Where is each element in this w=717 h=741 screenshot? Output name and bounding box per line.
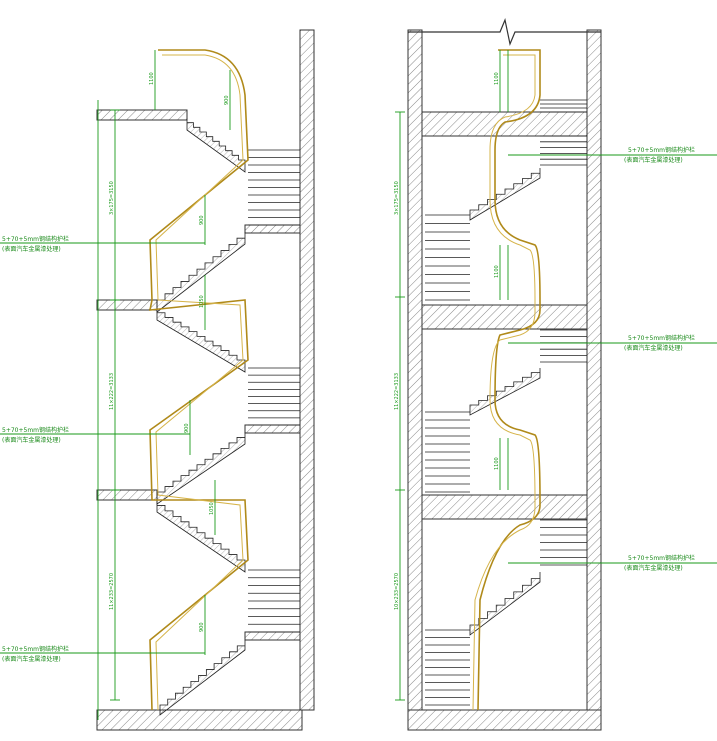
right-label-3-finish: (表面汽车金属漆处理) — [624, 564, 683, 572]
right-wall-left — [407, 29, 423, 711]
right-flight-2 — [469, 368, 541, 416]
left-landing-1 — [244, 224, 301, 234]
right-stair-flights — [469, 168, 541, 636]
right-label-2-spec: 5+70+5mm钢结构护栏 — [628, 334, 695, 342]
left-slab-1 — [96, 109, 188, 121]
right-dim-text-3: 10×233=2570 — [394, 573, 400, 610]
left-flight-1 — [186, 118, 246, 173]
left-label-3-finish: (表面汽车金属漆处理) — [2, 655, 61, 663]
left-handrail-inner — [155, 54, 244, 711]
left-label-1-spec: 5+70+5mm钢结构护栏 — [2, 235, 69, 243]
right-handrail-inner — [472, 54, 536, 711]
right-flight-1 — [469, 168, 541, 221]
right-label-2-finish: (表面汽车金属漆处理) — [624, 344, 683, 352]
left-rail-dim-text-2: 900 — [224, 95, 230, 105]
right-rail-dim-text-1: 1100 — [494, 72, 500, 85]
left-rail-dim-text-7: 900 — [199, 622, 205, 632]
right-handrail — [477, 49, 541, 711]
left-rail-dim-text-6: 1050 — [209, 502, 215, 515]
left-rail-dim-text-3: 900 — [199, 215, 205, 225]
left-stair-flights — [156, 118, 246, 716]
left-slab-3 — [96, 489, 158, 501]
left-flight-4 — [156, 432, 246, 505]
left-dim-text-2: 11×222=3133 — [109, 373, 115, 410]
right-ground-slab — [407, 709, 602, 731]
left-dim-text-1: 3×175=3150 — [109, 181, 115, 215]
right-slab-1 — [421, 111, 588, 137]
left-handrail — [149, 49, 249, 711]
left-flight-2 — [156, 232, 246, 313]
left-label-1-finish: (表面汽车金属漆处理) — [2, 245, 61, 253]
right-break-line — [408, 17, 601, 47]
right-rail-dim-text-3: 1100 — [494, 457, 500, 470]
left-landing-2 — [244, 424, 301, 434]
left-ground-slab — [96, 709, 303, 731]
right-label-1-finish: (表面汽车金属漆处理) — [624, 156, 683, 164]
left-label-2-spec: 5+70+5mm钢结构护栏 — [2, 426, 69, 434]
left-slab-2 — [96, 299, 158, 311]
right-dim-text-1: 3×175=3150 — [394, 181, 400, 215]
left-landing-3 — [244, 631, 301, 641]
left-section: 3×175=3150 11×222=3133 11×233=2570 1100 … — [0, 29, 315, 731]
right-slab-3 — [421, 494, 588, 520]
left-flight-5 — [156, 500, 246, 573]
right-flight-3 — [469, 572, 541, 636]
left-dim-text-3: 11×233=2570 — [109, 573, 115, 610]
right-wall-right — [586, 29, 602, 711]
right-slab-2 — [421, 304, 588, 330]
left-label-2-finish: (表面汽车金属漆处理) — [2, 436, 61, 444]
right-stair-treads — [425, 99, 587, 706]
right-section: 3×175=3150 11×222=3133 10×233=2570 1100 … — [394, 17, 717, 731]
right-rail-dim-text-2: 1100 — [494, 265, 500, 278]
left-flight-3 — [156, 308, 246, 373]
right-dim-text-2: 11×222=3133 — [394, 373, 400, 410]
right-label-1-spec: 5+70+5mm钢结构护栏 — [628, 146, 695, 154]
left-rail-dim-text-5: 900 — [184, 423, 190, 433]
left-stair-treads — [248, 149, 300, 633]
left-label-3-spec: 5+70+5mm钢结构护栏 — [2, 645, 69, 653]
left-rail-dim-text-4: 1050 — [199, 295, 205, 308]
left-rail-dim-text-1: 1100 — [149, 72, 155, 85]
left-wall — [299, 29, 315, 711]
left-flight-6 — [159, 640, 246, 716]
right-label-3-spec: 5+70+5mm钢结构护栏 — [628, 554, 695, 562]
